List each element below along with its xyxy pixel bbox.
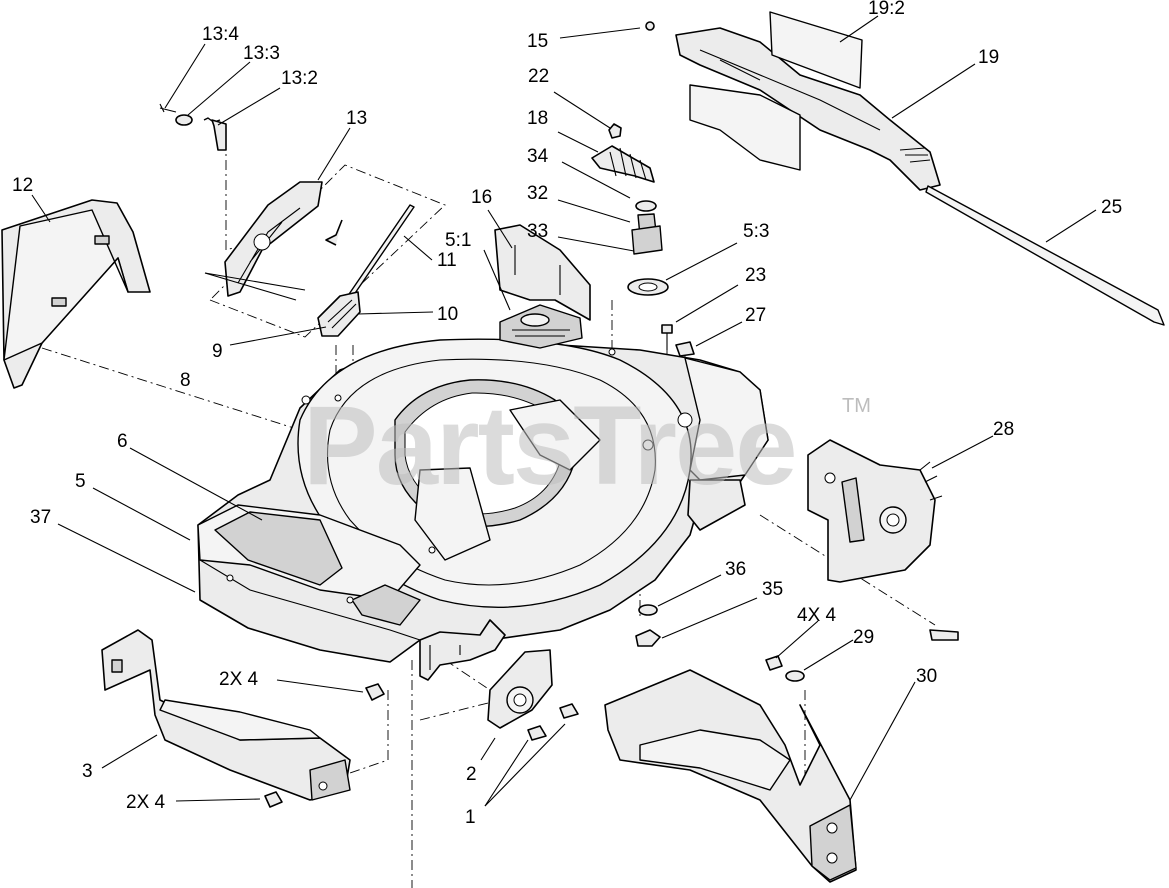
- part-5-1-decal: [499, 304, 583, 349]
- pivot-hardware-stack: [591, 21, 669, 296]
- part-28-side-plate: [807, 439, 943, 583]
- callout-30: 30: [916, 666, 937, 687]
- callout-35: 35: [762, 579, 783, 600]
- callout-33: 33: [527, 221, 548, 242]
- callout-12: 12: [12, 175, 33, 196]
- part-19-2-label: [769, 11, 863, 89]
- watermark: PartsTree TM: [303, 383, 871, 508]
- part-23-27-bolts: [661, 324, 695, 357]
- callout-8: 8: [180, 370, 191, 391]
- callout-1: 1: [465, 807, 476, 828]
- callout-23: 23: [745, 265, 766, 286]
- callout-37: 37: [30, 507, 51, 528]
- watermark-text: PartsTree: [303, 383, 796, 508]
- watermark-trademark: TM: [842, 395, 871, 417]
- callout-6: 6: [117, 431, 128, 452]
- part-3-front-baffle: [101, 629, 351, 801]
- part-30-right-baffle: [604, 669, 857, 883]
- callout-2x4-upper: 2X 4: [219, 669, 259, 690]
- callout-22: 22: [528, 66, 549, 87]
- callout-13-3: 13:3: [243, 43, 280, 64]
- callout-34: 34: [527, 146, 549, 167]
- callout-3: 3: [82, 761, 93, 782]
- part-13-height-lever: [159, 103, 343, 297]
- callout-13-2: 13:2: [281, 68, 318, 89]
- callout-36: 36: [725, 559, 746, 580]
- callout-10: 10: [437, 304, 458, 325]
- callout-19-2: 19:2: [868, 0, 905, 19]
- part-29-hardware: [765, 629, 959, 682]
- callout-2x4-lower: 2X 4: [126, 792, 166, 813]
- callout-13: 13: [346, 108, 367, 129]
- callout-29: 29: [853, 627, 874, 648]
- callout-4x4: 4X 4: [797, 605, 837, 626]
- callout-18: 18: [527, 108, 548, 129]
- part-11-rod: [344, 204, 415, 303]
- callout-5-3: 5:3: [743, 221, 769, 242]
- part-10-spring-bracket: [317, 291, 361, 337]
- callout-16: 16: [471, 187, 492, 208]
- callout-5: 5: [75, 471, 86, 492]
- callout-19: 19: [978, 47, 999, 68]
- part-16-rear-bracket: [494, 224, 591, 321]
- leader-lines: [31, 15, 1097, 807]
- part-2-wheel-bracket: [487, 649, 553, 729]
- callout-5-1: 5:1: [445, 230, 471, 251]
- nuts-2x4: [264, 683, 385, 808]
- part-1-bolts: [527, 703, 579, 741]
- part-35-36-hardware: [635, 604, 661, 647]
- callout-9: 9: [212, 341, 223, 362]
- callout-27: 27: [745, 305, 766, 326]
- callout-25: 25: [1101, 197, 1122, 218]
- callout-labels: 13:4 13:3 13:2 13 12 11 10 9 8 6 5 37 2X…: [12, 0, 1122, 828]
- part-25-rod: [925, 185, 1165, 326]
- callout-32: 32: [527, 183, 548, 204]
- callout-11: 11: [437, 250, 457, 271]
- part-12-rear-flap: [1, 199, 151, 389]
- callout-28: 28: [993, 419, 1014, 440]
- callout-13-4: 13:4: [202, 24, 239, 45]
- part-6-mower-deck: [197, 338, 769, 681]
- callout-2: 2: [466, 764, 477, 785]
- callout-15: 15: [527, 31, 548, 52]
